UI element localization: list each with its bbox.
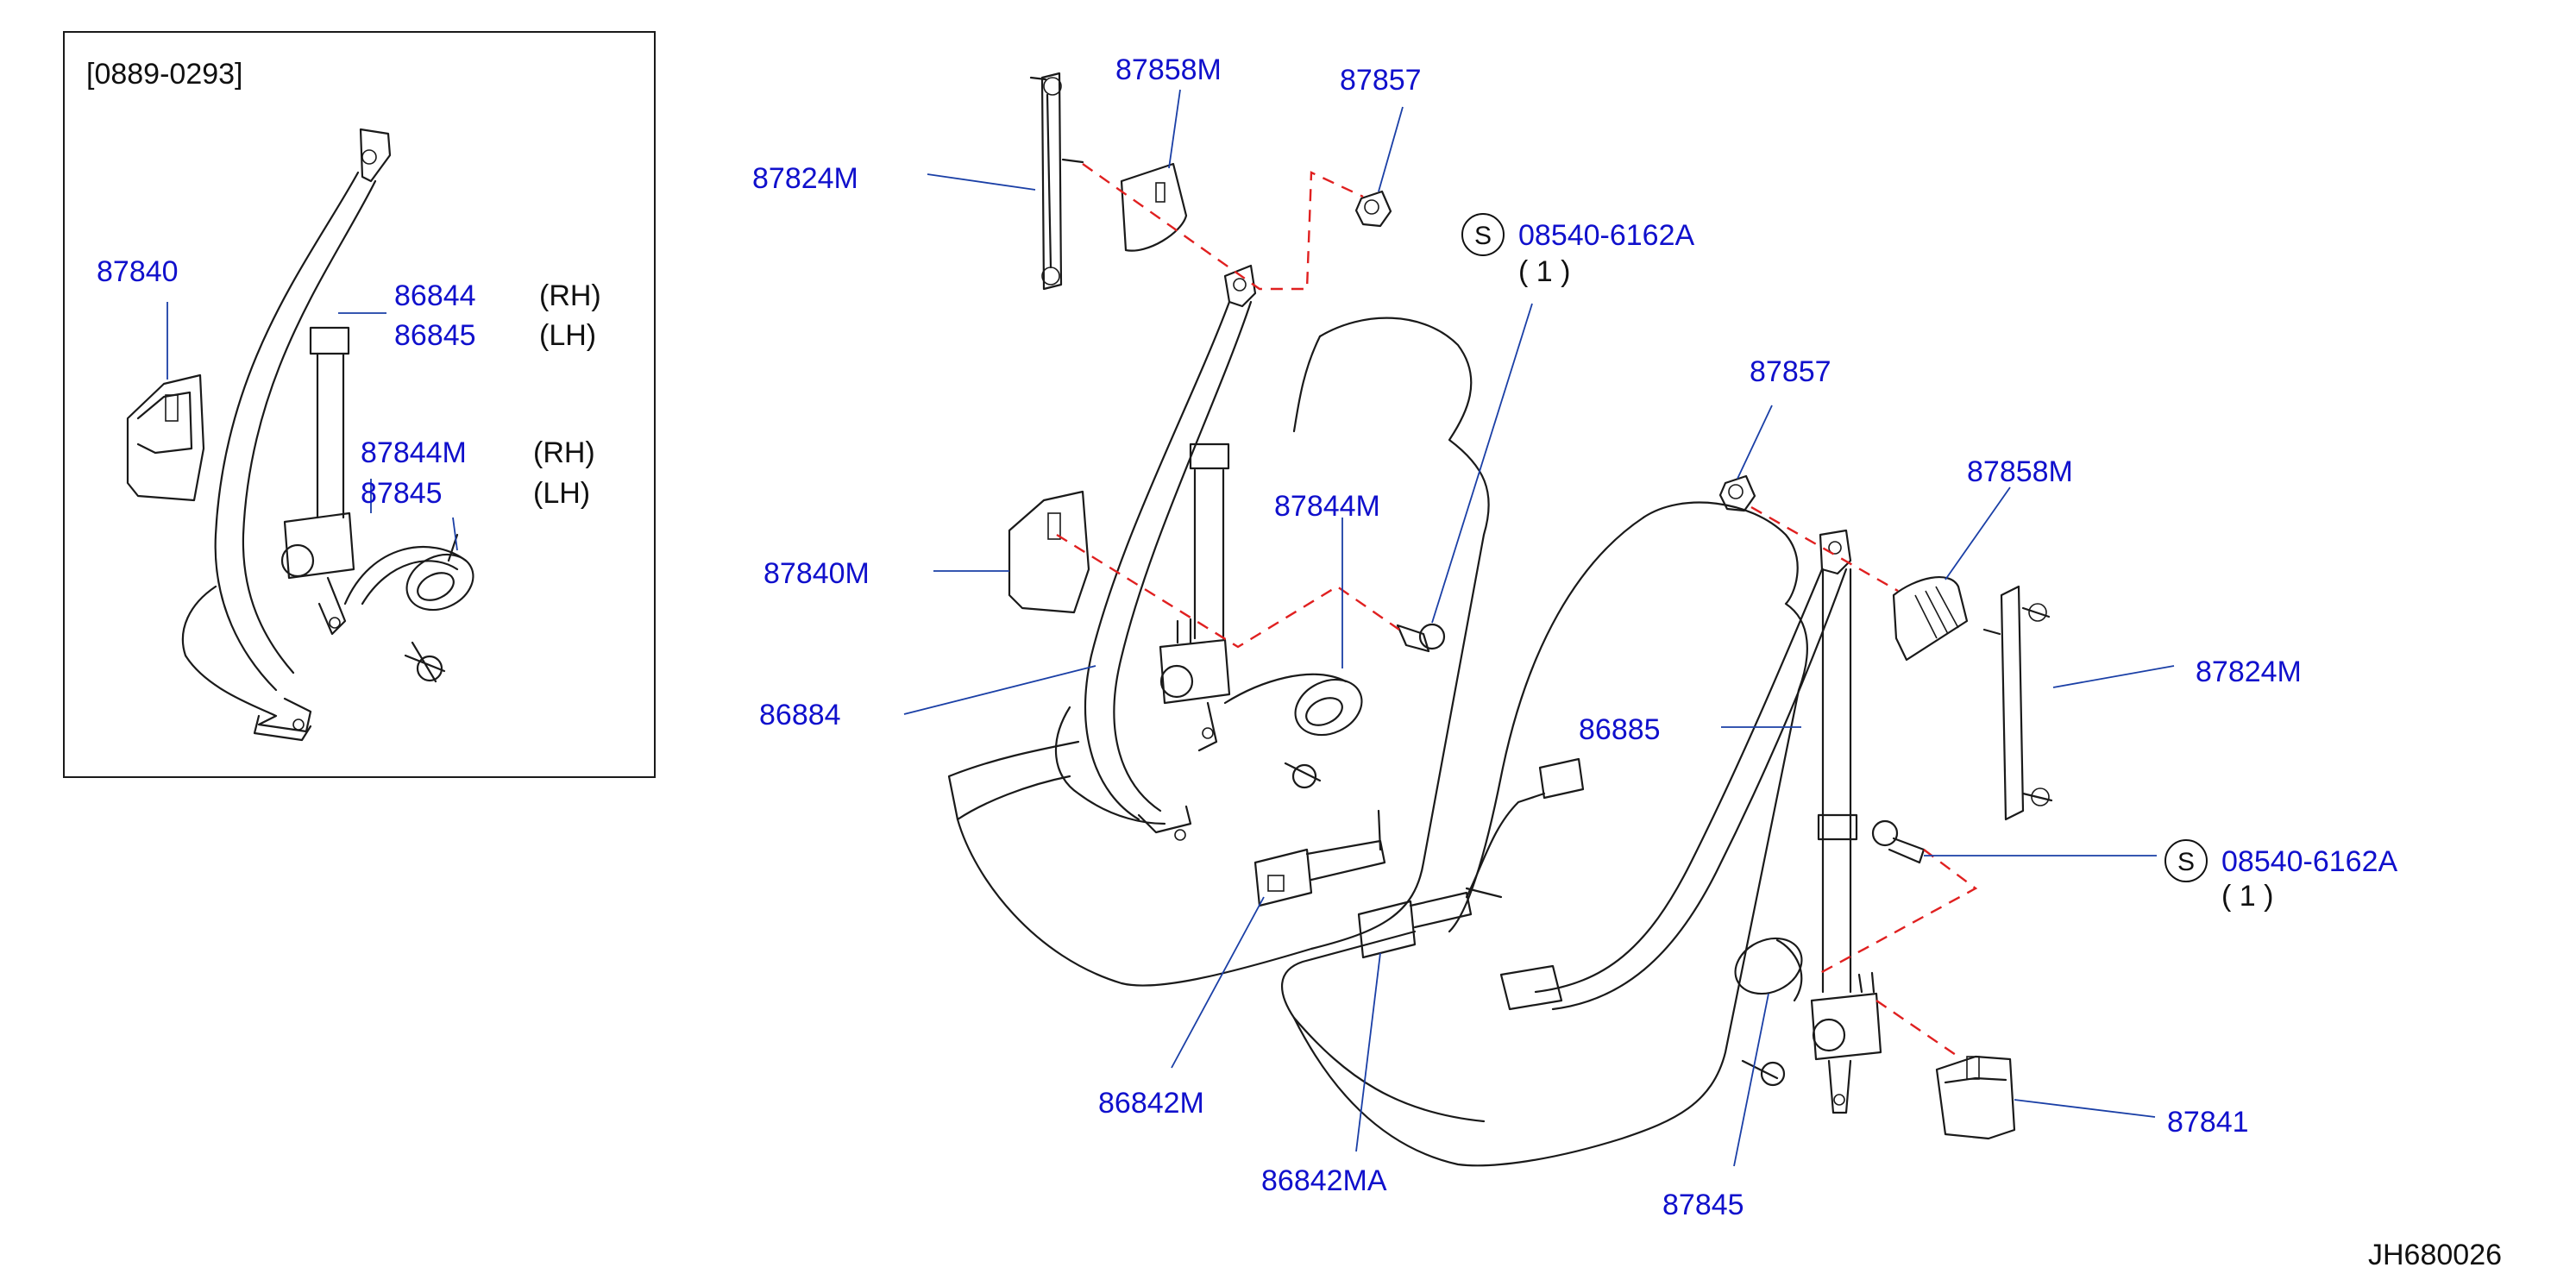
callout-87824m-right: 87824M: [2196, 656, 2302, 688]
leader-bolt-left: [1431, 303, 1533, 624]
leader-86842ma: [1355, 952, 1381, 1152]
s-symbol-right: S: [2177, 848, 2195, 876]
side-rh-87844m: (RH): [533, 436, 595, 469]
callout-86844: 86844: [394, 279, 476, 312]
inset-date-range: [0889-0293]: [86, 58, 243, 91]
callout-86885: 86885: [1579, 713, 1661, 746]
callout-08540-6162a-left: 08540-6162A: [1518, 219, 1695, 252]
callout-87858m-left: 87858M: [1115, 53, 1222, 86]
inset-retractor-cover-drawing: [126, 373, 205, 502]
right-cover-87858m-drawing: [1892, 576, 1969, 662]
inset-leader-87845: [452, 517, 458, 551]
callout-87845-right: 87845: [1662, 1189, 1744, 1221]
s-symbol-circle-left: [1461, 213, 1505, 256]
right-anchor-rail-drawing: [1982, 585, 2053, 821]
qty-right: ( 1 ): [2221, 880, 2273, 913]
callout-87857-right: 87857: [1750, 355, 1831, 388]
leader-87824m-left: [927, 173, 1036, 191]
right-retractor-cover-drawing: [1935, 1055, 2016, 1140]
inset-panel: [0889-0293]: [63, 31, 656, 778]
qty-left: ( 1 ): [1518, 255, 1570, 288]
left-dashed-guide-lower: [1056, 533, 1400, 649]
inset-belt-assembly-drawing: [181, 128, 474, 742]
right-buckle-drawing: [1357, 757, 1585, 959]
leader-86884: [903, 665, 1096, 715]
left-nut-87857-drawing: [1354, 190, 1392, 228]
right-dashed-guide-upper: [1750, 505, 1899, 593]
leader-87857-right: [1737, 405, 1773, 480]
callout-87824m-left: 87824M: [752, 162, 858, 195]
left-seat-outline-drawing: [947, 317, 1490, 987]
left-buckle-drawing: [1253, 809, 1386, 907]
leader-87858m-left: [1168, 89, 1181, 169]
callout-86845: 86845: [394, 319, 476, 352]
callout-87844m-inset: 87844M: [361, 436, 467, 469]
left-seat-group: 87824M 87858M 87857 87840M 87844M 86884 …: [752, 53, 1695, 1120]
left-dashed-guide-upper: [1082, 163, 1364, 291]
left-cover-87858m-drawing: [1120, 162, 1188, 252]
right-dashed-guide-lower: [1819, 849, 1978, 1057]
right-nut-87857-drawing: [1718, 474, 1756, 512]
left-belt-assembly-drawing: [1054, 264, 1363, 841]
callout-86884: 86884: [759, 699, 841, 731]
s-symbol-circle-right: [2164, 839, 2208, 882]
side-lh-87845: (LH): [533, 477, 590, 510]
s-symbol-left: S: [1474, 222, 1492, 250]
callout-87840m: 87840M: [763, 557, 870, 590]
callout-87858m-right: 87858M: [1967, 455, 2073, 488]
leader-87824m-right: [2052, 665, 2175, 688]
callout-87857-left: 87857: [1340, 64, 1422, 97]
callout-87844m-left: 87844M: [1274, 490, 1380, 523]
right-seat-group: 87857 87858M 87824M 86885 86842MA 87845 …: [1261, 355, 2398, 1221]
left-bolt-drawing: [1396, 623, 1446, 653]
inset-frame: [63, 31, 656, 778]
leader-86842m: [1171, 896, 1265, 1069]
leader-87841: [2014, 1099, 2156, 1118]
side-rh-86844: (RH): [539, 279, 601, 312]
leader-87845-right: [1733, 993, 1769, 1167]
left-anchor-rail-drawing: [1029, 72, 1084, 291]
side-lh-86845: (LH): [539, 319, 596, 352]
left-retractor-cover-drawing: [1008, 490, 1090, 614]
diagram-id: JH680026: [2368, 1239, 2502, 1271]
callout-08540-6162a-right: 08540-6162A: [2221, 845, 2398, 878]
callout-87841: 87841: [2167, 1106, 2249, 1139]
right-belt-assembly-drawing: [1499, 529, 1882, 1114]
leader-87857-left: [1378, 106, 1404, 192]
callout-87845-inset: 87845: [361, 477, 443, 510]
callout-86842ma: 86842MA: [1261, 1164, 1387, 1197]
right-bolt-callout: S 08540-6162A ( 1 ): [2164, 839, 2398, 913]
leader-87858m-right: [1945, 486, 2011, 580]
callout-86842m: 86842M: [1098, 1087, 1204, 1120]
right-bolt-drawing: [1871, 819, 1926, 864]
callout-87840-inset: 87840: [97, 255, 179, 288]
left-bolt-callout: S 08540-6162A ( 1 ): [1461, 213, 1695, 288]
